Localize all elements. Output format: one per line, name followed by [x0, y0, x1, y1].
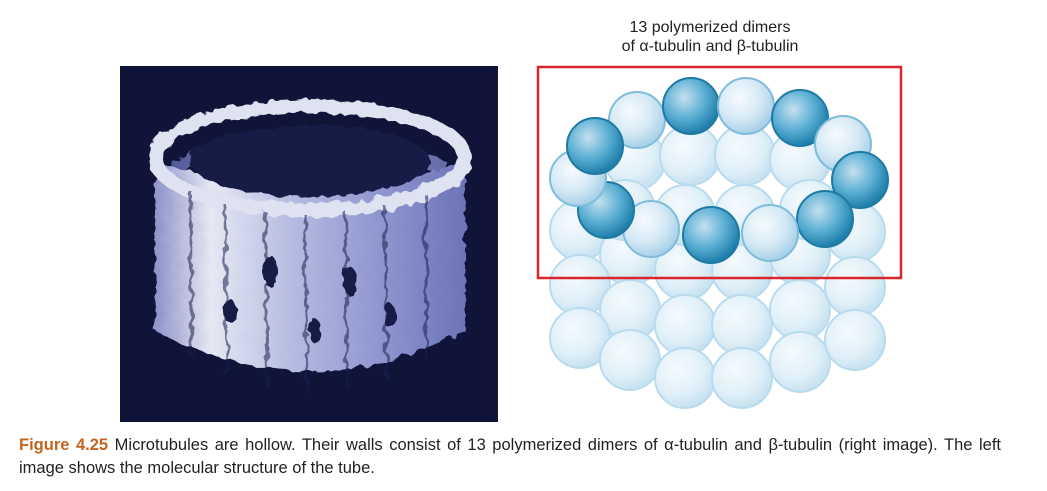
- alpha-tubulin-sphere: [608, 91, 666, 149]
- figure-number: Figure 4.25: [19, 436, 109, 454]
- tubulin-sphere-background: [824, 256, 886, 318]
- microtubule-render: [148, 99, 472, 393]
- highlight-box: [536, 65, 903, 280]
- beta-tubulin-sphere: [662, 77, 720, 135]
- tubulin-sphere-background: [711, 294, 773, 356]
- microtubule-molecular-structure-image: [120, 66, 498, 422]
- tubulin-sphere-background: [824, 309, 886, 371]
- background-tubulin-layers: [549, 124, 886, 409]
- alpha-tubulin-sphere: [717, 77, 775, 135]
- tubulin-sphere-background: [654, 294, 716, 356]
- beta-tubulin-sphere: [796, 190, 854, 248]
- tubulin-dimer-diagram: [536, 65, 903, 409]
- tubulin-sphere-background: [769, 331, 831, 393]
- caption-text: Microtubules are hollow. Their walls con…: [19, 436, 1001, 477]
- beta-tubulin-sphere: [566, 117, 624, 175]
- dimer-label: 13 polymerized dimers of α-tubulin and β…: [560, 18, 860, 56]
- front-ring-13-dimers: [549, 77, 889, 264]
- tubulin-sphere-background: [599, 329, 661, 391]
- beta-tubulin-sphere: [771, 89, 829, 147]
- tubulin-sphere-background: [654, 347, 716, 409]
- figure-caption: Figure 4.25 Microtubules are hollow. The…: [19, 434, 1001, 480]
- beta-tubulin-sphere: [682, 206, 740, 264]
- dimer-label-line2: of α-tubulin and β-tubulin: [621, 38, 799, 55]
- alpha-tubulin-sphere: [741, 204, 799, 262]
- beta-tubulin-sphere: [831, 151, 889, 209]
- dimer-label-line1: 13 polymerized dimers: [629, 19, 791, 36]
- tubulin-sphere-background: [711, 347, 773, 409]
